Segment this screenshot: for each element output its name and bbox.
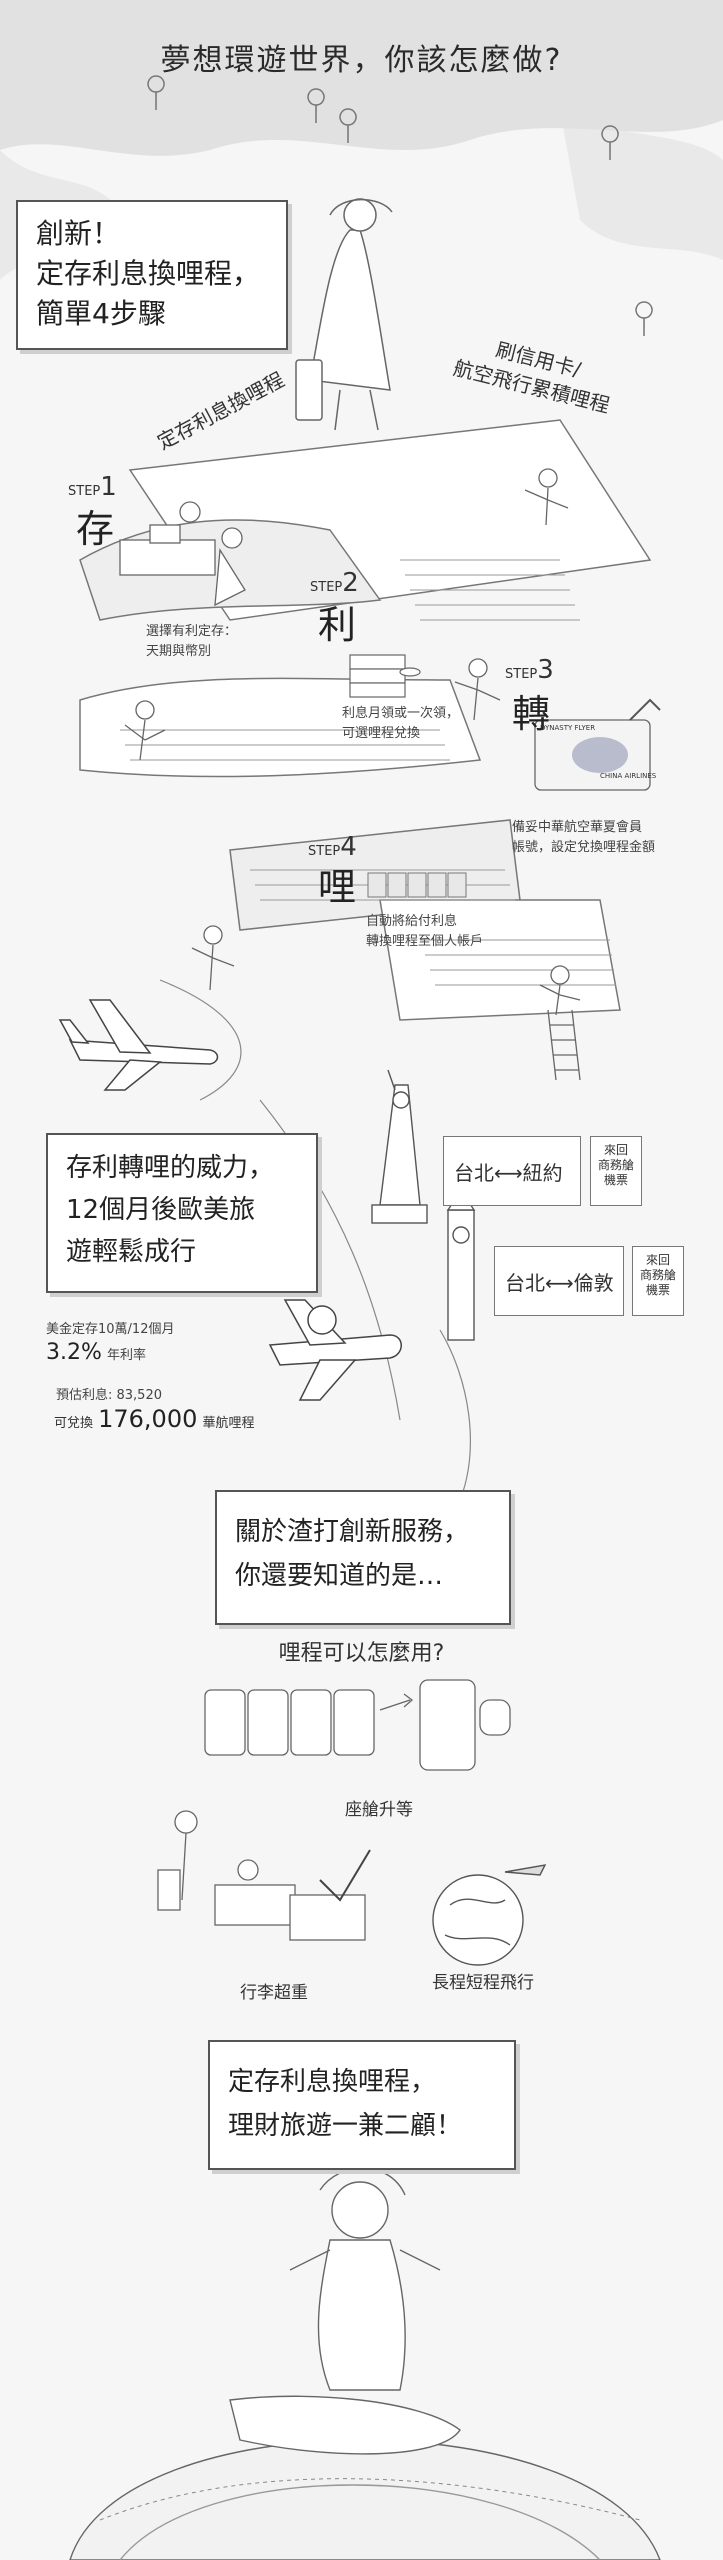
step-3-char: 轉 (512, 692, 551, 736)
step-desc-line: 天期與幣別 (146, 644, 212, 659)
step-desc-line: 自動將給付利息 (366, 914, 458, 929)
power-box: 存利轉哩的威力， 12個月後歐美旅 遊輕鬆成行 (46, 1133, 318, 1293)
step-2-desc: 利息月領或一次領， 可選哩程兌換 (342, 704, 459, 744)
step-prefix: STEP (505, 667, 538, 682)
use-seat-upgrade: 座艙升等 (345, 1800, 413, 1820)
deposit-label: 美金定存10萬/12個月 (46, 1322, 175, 1337)
route-london-note: 來回 商務艙 機票 (632, 1246, 684, 1316)
use-flights: 長程短程飛行 (432, 1973, 534, 1993)
closing-line: 定存利息換哩程， (228, 2067, 437, 2097)
step-desc-line: 可選哩程兌換 (342, 726, 421, 741)
route-newyork: 台北⟷紐約 (443, 1136, 581, 1206)
route-note-line: 來回 (645, 1253, 670, 1267)
route-text: 台北⟷倫敦 (505, 1270, 614, 1295)
step-desc-line: 備妥中華航空華夏會員 (512, 820, 643, 835)
step-number: 1 (100, 472, 117, 502)
intro-box: 創新！ 定存利息換哩程， 簡單4步驟 (16, 200, 288, 350)
rate-label: 年利率 (107, 1348, 147, 1363)
card-title: DYNASTY FLYER (540, 724, 596, 732)
power-line: 12個月後歐美旅 (66, 1195, 256, 1225)
intro-line: 定存利息換哩程， (36, 257, 261, 290)
interest-line: 預估利息: 83,520 (56, 1388, 162, 1403)
miles-line: 可兌換 176,000 華航哩程 (54, 1405, 254, 1433)
step-1-desc: 選擇有利定存： 天期與幣別 (146, 622, 237, 662)
intro-line: 簡單4步驟 (36, 297, 166, 330)
route-note-line: 機票 (645, 1283, 670, 1297)
route-newyork-note: 來回 商務艙 機票 (590, 1136, 642, 1206)
step-2-tag: STEP2 (310, 568, 359, 598)
miles-suffix: 華航哩程 (202, 1416, 255, 1431)
route-london: 台北⟷倫敦 (494, 1246, 624, 1316)
page-title: 夢想環遊世界，你該怎麼做? (160, 43, 563, 78)
step-prefix: STEP (308, 844, 341, 859)
step-desc-line: 利息月領或一次領， (342, 706, 460, 721)
intro-line: 創新！ (36, 217, 121, 250)
power-line: 存利轉哩的威力， (66, 1153, 275, 1183)
about-line: 關於渣打創新服務， (235, 1517, 470, 1547)
step-desc-line: 帳號，設定兌換哩程金額 (512, 840, 656, 855)
about-question: 哩程可以怎麼用? (278, 1641, 445, 1666)
step-desc-line: 轉換哩程至個人帳戶 (366, 934, 484, 949)
about-line: 你還要知道的是… (235, 1561, 444, 1591)
step-4-desc: 自動將給付利息 轉換哩程至個人帳戶 (366, 912, 483, 952)
step-2-char: 利 (318, 603, 357, 647)
step-number: 4 (340, 832, 357, 862)
about-box: 關於渣打創新服務， 你還要知道的是… (215, 1490, 511, 1625)
redeem-prefix: 可兌換 (54, 1416, 94, 1431)
step-number: 3 (537, 655, 554, 685)
route-note-line: 商務艙 (597, 1158, 634, 1172)
step-prefix: STEP (68, 484, 101, 499)
step-desc-line: 選擇有利定存： (146, 624, 238, 639)
miles-value: 176,000 (98, 1405, 198, 1433)
membership-card: DYNASTY FLYER CHINA AIRLINES (540, 724, 656, 780)
closing-box: 定存利息換哩程， 理財旅遊一兼二顧！ (208, 2040, 516, 2170)
route-note-line: 來回 (603, 1143, 628, 1157)
step-1-char: 存 (76, 507, 115, 551)
power-line: 遊輕鬆成行 (66, 1237, 197, 1267)
step-number: 2 (342, 568, 359, 598)
rate-value: 3.2% (46, 1340, 102, 1365)
rate-line: 3.2% 年利率 (46, 1340, 146, 1365)
use-baggage: 行李超重 (240, 1983, 308, 2003)
route-note-line: 機票 (603, 1173, 628, 1187)
route-note-line: 商務艙 (639, 1268, 676, 1282)
closing-line: 理財旅遊一兼二顧！ (228, 2111, 463, 2141)
step-4-char: 哩 (318, 865, 357, 909)
step-prefix: STEP (310, 580, 343, 595)
card-line: CHINA AIRLINES (600, 772, 657, 780)
step-3-tag: STEP3 (505, 655, 554, 685)
step-4-tag: STEP4 (308, 832, 357, 862)
route-text: 台北⟷紐約 (454, 1160, 563, 1185)
step-3-desc: 備妥中華航空華夏會員 帳號，設定兌換哩程金額 (512, 818, 655, 858)
step-1-tag: STEP1 (68, 472, 117, 502)
